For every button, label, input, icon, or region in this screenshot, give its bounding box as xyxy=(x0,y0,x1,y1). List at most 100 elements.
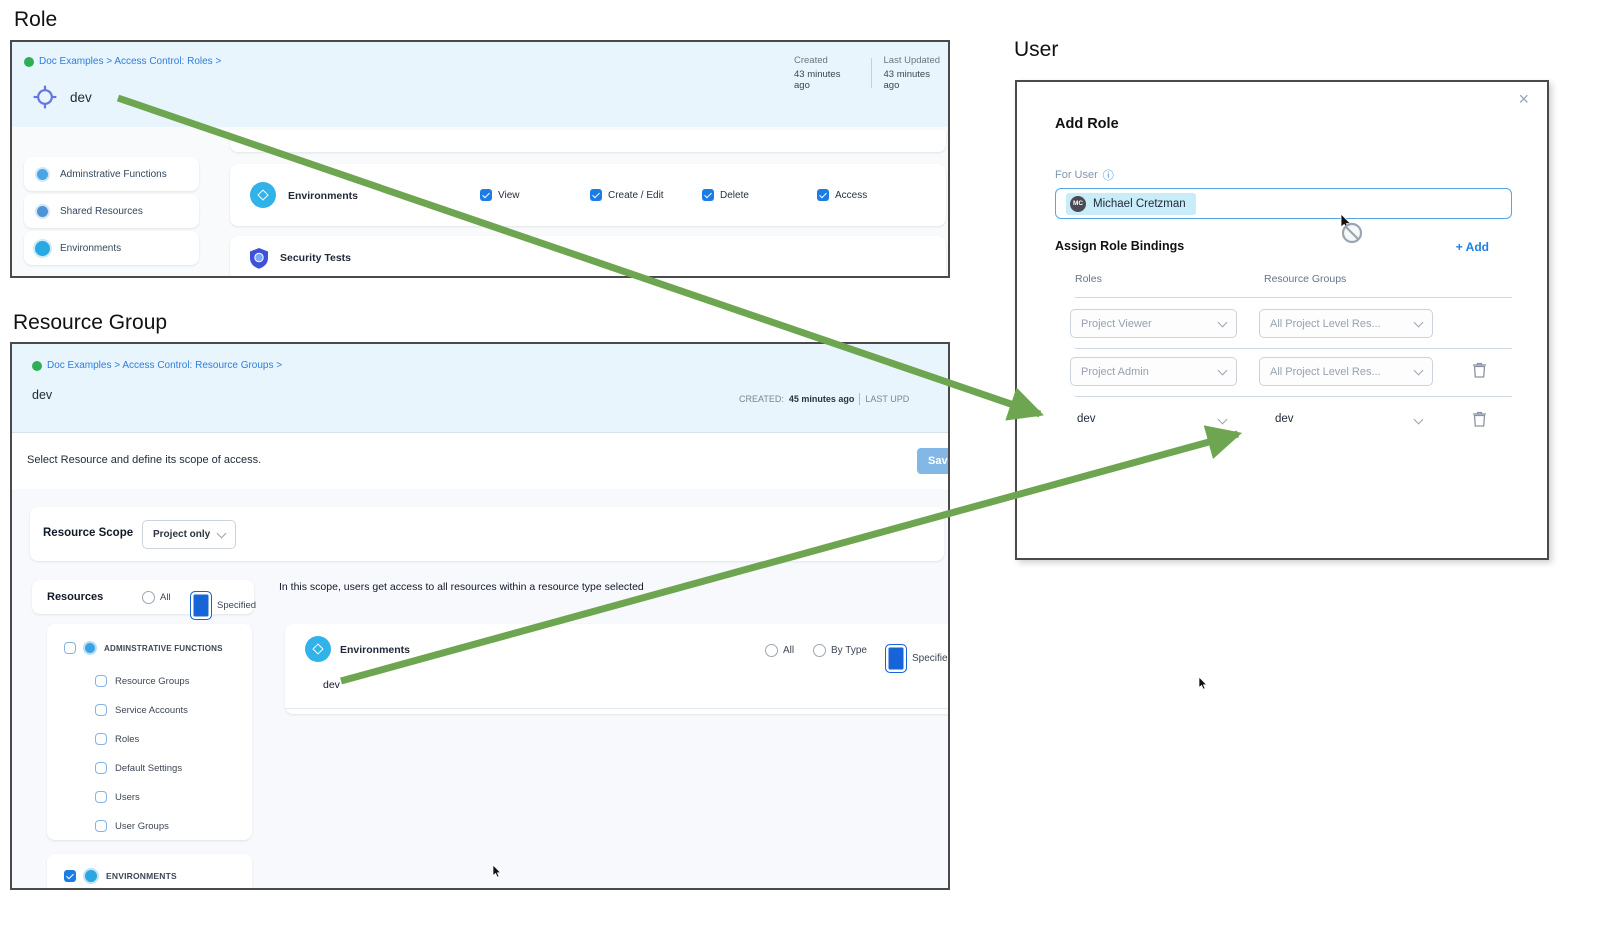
column-header-resource-groups: Resource Groups xyxy=(1264,273,1347,285)
scope-radio-all[interactable]: All xyxy=(765,644,794,657)
meta-divider xyxy=(859,393,861,405)
close-icon[interactable]: × xyxy=(1518,89,1529,109)
chevron-down-icon[interactable] xyxy=(1413,414,1424,425)
environments-tree-card[interactable]: ENVIRONMENTS xyxy=(47,854,252,888)
scope-radio-by-type[interactable]: By Type xyxy=(813,644,867,657)
user-select-input[interactable]: MC Michael Cretzman xyxy=(1055,188,1512,219)
sidebar-item-administrative-functions[interactable]: Adminstrative Functions xyxy=(24,157,199,191)
checkbox-unchecked-icon[interactable] xyxy=(95,675,107,687)
radio-icon[interactable] xyxy=(142,591,155,604)
chevron-down-icon xyxy=(216,528,227,538)
breadcrumb[interactable]: Doc Examples > Access Control: Resource … xyxy=(32,360,282,371)
resources-label: Resources xyxy=(47,591,104,603)
resource-scope-card: Resource Scope Project only xyxy=(30,507,944,561)
permission-access[interactable]: Access xyxy=(817,189,867,201)
trash-icon[interactable] xyxy=(1472,362,1487,379)
sidebar-item-shared-resources[interactable]: Shared Resources xyxy=(24,194,199,228)
permission-view[interactable]: View xyxy=(480,189,520,201)
checkbox-checked-icon[interactable] xyxy=(64,870,76,882)
card-divider xyxy=(285,708,948,709)
role-dropdown-dev[interactable]: dev xyxy=(1077,413,1096,425)
administrative-functions-icon xyxy=(35,166,50,182)
checkbox-checked-icon[interactable] xyxy=(590,189,602,201)
updated-label: Last Updated xyxy=(883,55,941,66)
security-tests-shield-icon xyxy=(248,247,270,269)
resource-group-panel: Doc Examples > Access Control: Resource … xyxy=(10,342,950,890)
resources-header-card: Resources All Specified xyxy=(32,580,256,620)
environments-icon xyxy=(250,182,276,208)
sidebar-item-label: Environments xyxy=(60,242,122,254)
sidebar-item-environments[interactable]: Environments xyxy=(24,231,199,265)
user-chip[interactable]: MC Michael Cretzman xyxy=(1066,192,1196,215)
role-body: Adminstrative Functions Shared Resources… xyxy=(12,127,948,276)
permission-delete[interactable]: Delete xyxy=(702,189,749,201)
permissions-row-environments: Environments View Create / Edit Delete A… xyxy=(230,164,946,226)
save-button[interactable]: Save xyxy=(917,448,948,474)
resource-group-body: Resource Scope Project only Resources Al… xyxy=(12,489,948,888)
checkbox-checked-icon[interactable] xyxy=(480,189,492,201)
chevron-down-icon xyxy=(1413,317,1424,327)
add-binding-button[interactable]: + Add xyxy=(1455,240,1489,254)
resources-radio-specified[interactable]: Specified xyxy=(190,591,256,620)
info-icon[interactable]: ⓘ xyxy=(1102,170,1114,182)
column-header-roles: Roles xyxy=(1075,273,1102,285)
tree-item-roles[interactable]: Roles xyxy=(95,733,139,745)
role-title: dev xyxy=(70,90,92,105)
tree-item-default-settings[interactable]: Default Settings xyxy=(95,762,182,774)
tree-parent-administrative-functions[interactable]: ADMINSTRATIVE FUNCTIONS xyxy=(64,641,223,655)
scope-note: In this scope, users get access to all r… xyxy=(279,581,644,593)
environments-card-title: Environments xyxy=(340,644,411,656)
checkbox-checked-icon[interactable] xyxy=(702,189,714,201)
permission-create-edit[interactable]: Create / Edit xyxy=(590,189,664,201)
for-user-label: For User xyxy=(1055,169,1098,181)
updated-value: 43 minutes ago xyxy=(883,69,930,91)
checkbox-checked-icon[interactable] xyxy=(817,189,829,201)
user-section-heading: User xyxy=(1014,38,1059,61)
checkbox-unchecked-icon[interactable] xyxy=(64,642,76,654)
dialog-title: Add Role xyxy=(1055,116,1119,132)
table-divider xyxy=(1075,396,1512,397)
breadcrumb-text[interactable]: Doc Examples > Access Control: Resource … xyxy=(47,360,283,371)
breadcrumb-text[interactable]: Doc Examples > Access Control: Roles > xyxy=(39,56,222,67)
resource-scope-dropdown[interactable]: Project only xyxy=(142,520,236,549)
chevron-down-icon xyxy=(1217,365,1228,375)
radio-selected-icon[interactable] xyxy=(885,644,907,673)
radio-icon[interactable] xyxy=(765,644,778,657)
role-dropdown-project-admin[interactable]: Project Admin xyxy=(1070,357,1237,386)
tree-item-service-accounts[interactable]: Service Accounts xyxy=(95,704,188,716)
add-role-dialog: × Add Role For User ⓘ MC Michael Cretzma… xyxy=(1015,80,1549,560)
checkbox-unchecked-icon[interactable] xyxy=(95,704,107,716)
created-value: 45 minutes ago xyxy=(788,394,855,404)
specified-environment-item[interactable]: dev xyxy=(323,679,340,691)
created-label: Created xyxy=(794,55,828,66)
resource-scope-label: Resource Scope xyxy=(43,527,134,539)
assign-role-bindings-label: Assign Role Bindings xyxy=(1055,239,1185,253)
breadcrumb[interactable]: Doc Examples > Access Control: Roles > xyxy=(24,56,221,67)
checkbox-unchecked-icon[interactable] xyxy=(95,791,107,803)
resources-radio-all[interactable]: All xyxy=(142,591,171,604)
permissions-row-security-tests: Security Tests xyxy=(230,236,946,276)
environments-icon xyxy=(33,238,52,258)
tree-item-users[interactable]: Users xyxy=(95,791,140,803)
group-dropdown-all-project[interactable]: All Project Level Res... xyxy=(1259,309,1433,338)
trash-icon[interactable] xyxy=(1472,411,1487,428)
administrative-functions-icon xyxy=(83,641,97,655)
group-dropdown-all-project[interactable]: All Project Level Res... xyxy=(1259,357,1433,386)
role-dropdown-project-viewer[interactable]: Project Viewer xyxy=(1070,309,1237,338)
instruction-bar: Select Resource and define its scope of … xyxy=(12,432,948,491)
checkbox-unchecked-icon[interactable] xyxy=(95,820,107,832)
shared-resources-icon xyxy=(35,203,50,219)
radio-selected-icon[interactable] xyxy=(190,591,212,620)
checkbox-unchecked-icon[interactable] xyxy=(95,762,107,774)
tree-item-resource-groups[interactable]: Resource Groups xyxy=(95,675,189,687)
tree-item-user-groups[interactable]: User Groups xyxy=(95,820,169,832)
role-panel: Doc Examples > Access Control: Roles > d… xyxy=(10,40,950,278)
radio-icon[interactable] xyxy=(813,644,826,657)
security-tests-label: Security Tests xyxy=(280,252,352,264)
chevron-down-icon[interactable] xyxy=(1217,414,1228,425)
group-dropdown-dev[interactable]: dev xyxy=(1275,413,1294,425)
created-label: CREATED: xyxy=(739,394,784,404)
checkbox-unchecked-icon[interactable] xyxy=(95,733,107,745)
resource-group-title: dev xyxy=(32,388,53,402)
scope-radio-specified[interactable]: Specified xyxy=(885,644,948,673)
